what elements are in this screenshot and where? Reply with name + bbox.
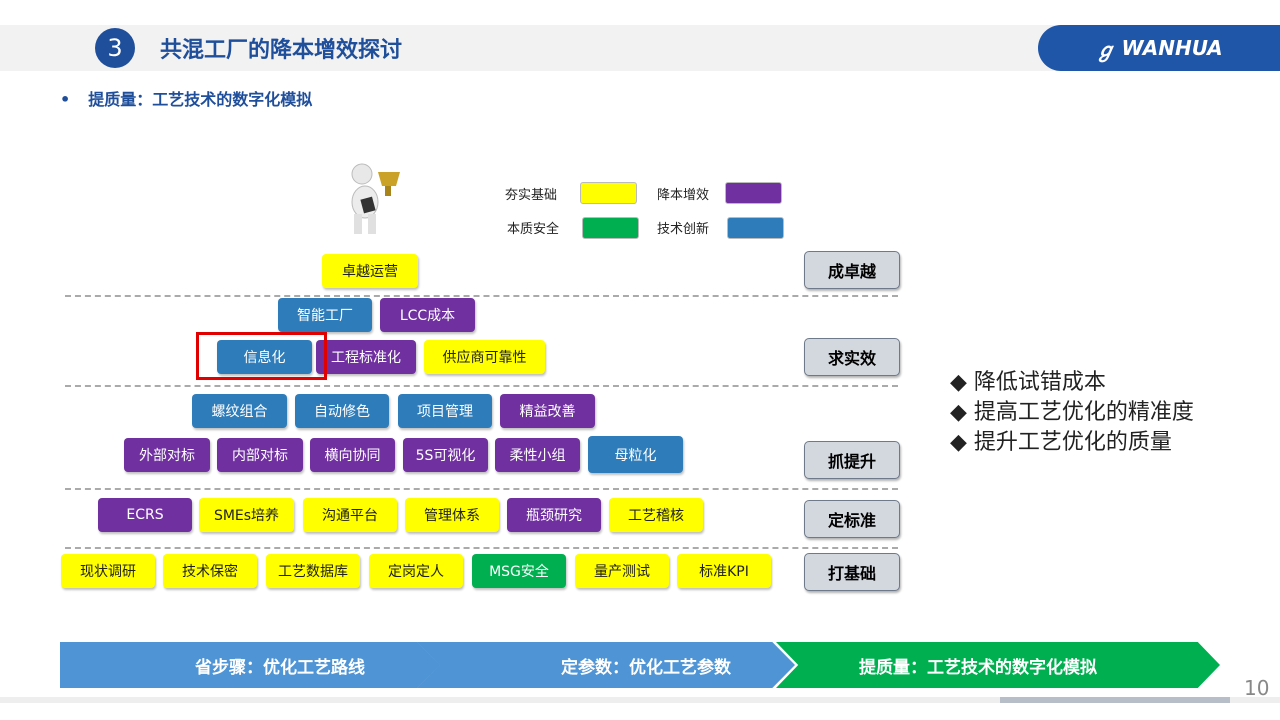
- benefit-item: ◆ 降低试错成本: [950, 370, 1106, 395]
- divider: [65, 385, 898, 387]
- pyramid-box: 工艺数据库: [266, 554, 360, 588]
- pyramid-box: 内部对标: [217, 438, 303, 472]
- step-arrow-3: 提质量：工艺技术的数字化模拟: [776, 642, 1220, 688]
- pyramid-box: 横向协同: [310, 438, 395, 472]
- bullet: •: [60, 90, 71, 109]
- pyramid-box: 管理体系: [405, 498, 499, 532]
- page-title: 共混工厂的降本增效探讨: [160, 38, 403, 63]
- pyramid-box: 母粒化: [588, 436, 683, 473]
- section-number: 3: [95, 28, 135, 68]
- legend-label: 降本增效: [657, 188, 710, 203]
- pyramid-box: 精益改善: [500, 394, 595, 428]
- legend-label: 夯实基础: [505, 188, 558, 203]
- pyramid-box: LCC成本: [380, 298, 475, 332]
- pyramid-box: 自动修色: [295, 394, 389, 428]
- level-label: 成卓越: [804, 251, 900, 289]
- pyramid-box: 螺纹组合: [192, 394, 287, 428]
- pyramid-box: 卓越运营: [322, 254, 418, 288]
- pyramid-box: 供应商可靠性: [424, 340, 545, 374]
- legend-swatch-blue: [727, 217, 784, 239]
- logo-text: WANHUA: [1121, 36, 1223, 60]
- subtitle-text: 提质量：工艺技术的数字化模拟: [88, 90, 313, 109]
- pyramid-box: 智能工厂: [278, 298, 372, 332]
- footer-bar: [0, 697, 1280, 703]
- pyramid-box: 瓶颈研究: [507, 498, 601, 532]
- benefit-item: ◆ 提高工艺优化的精准度: [950, 400, 1194, 425]
- step-arrow-1: 省步骤：优化工艺路线: [60, 642, 440, 688]
- pyramid-box: 5S可视化: [403, 438, 488, 472]
- legend-swatch-purple: [725, 182, 782, 204]
- divider: [65, 547, 898, 549]
- subtitle: • 提质量：工艺技术的数字化模拟: [60, 86, 330, 110]
- logo-icon: ℊ: [1095, 37, 1116, 62]
- pyramid-box: 工艺稽核: [609, 498, 703, 532]
- highlight-box: [196, 332, 327, 380]
- footer-accent: [1000, 697, 1230, 703]
- pyramid-box: SMEs培养: [199, 498, 294, 532]
- pyramid-box: 项目管理: [398, 394, 492, 428]
- legend-swatch-yellow: [580, 182, 637, 204]
- pyramid-box: 工程标准化: [316, 340, 416, 374]
- pyramid-box: 柔性小组: [495, 438, 580, 472]
- pyramid-box: 外部对标: [124, 438, 210, 472]
- pyramid-box: 信息化: [217, 340, 312, 374]
- page-number: 10: [1244, 676, 1270, 700]
- divider: [65, 295, 898, 297]
- pyramid-box: 沟通平台: [303, 498, 397, 532]
- pyramid-box: 现状调研: [61, 554, 155, 588]
- legend-label: 本质安全: [507, 222, 560, 237]
- step-arrow-2: 定参数：优化工艺参数: [417, 642, 795, 688]
- pyramid-box: ECRS: [98, 498, 192, 532]
- legend-label: 技术创新: [657, 222, 710, 237]
- level-label: 打基础: [804, 553, 900, 591]
- pyramid-box: 定岗定人: [369, 554, 463, 588]
- legend-swatch-green: [582, 217, 639, 239]
- benefit-item: ◆ 提升工艺优化的质量: [950, 430, 1172, 455]
- divider: [65, 488, 898, 490]
- pyramid-box: 技术保密: [163, 554, 257, 588]
- pyramid-box: 标准KPI: [677, 554, 771, 588]
- level-label: 抓提升: [804, 441, 900, 479]
- level-label: 求实效: [804, 338, 900, 376]
- level-label: 定标准: [804, 500, 900, 538]
- pyramid-box: MSG安全: [472, 554, 566, 588]
- trophy-figure-icon: [351, 163, 400, 234]
- pyramid-box: 量产测试: [575, 554, 669, 588]
